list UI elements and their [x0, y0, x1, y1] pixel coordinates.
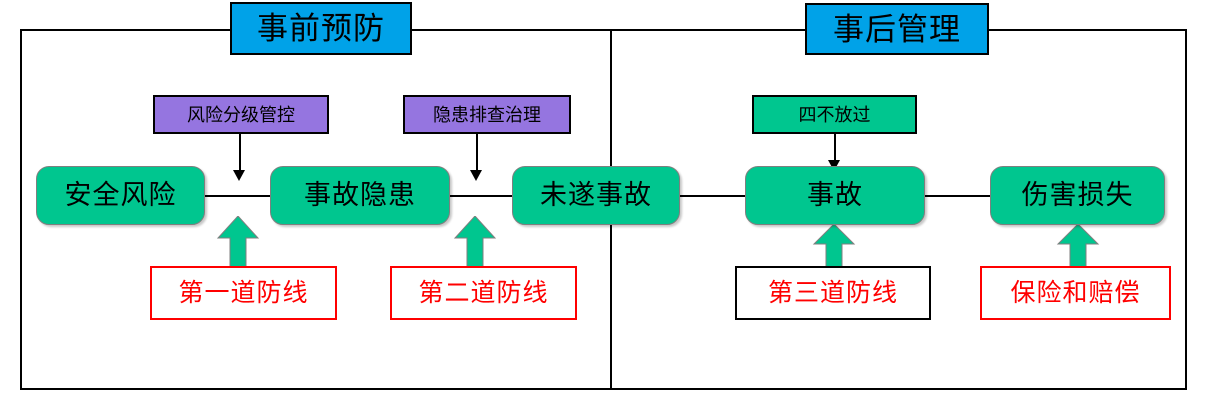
chain-node-accident-hazard: 事故隐患 [270, 166, 450, 225]
down-arrow-head-hazard-investigation [470, 170, 482, 181]
up-arrow-line-1 [216, 216, 260, 268]
chain-node-injury-loss-label: 伤害损失 [1021, 180, 1134, 210]
practice-box-risk-grading-label: 风险分级管控 [187, 104, 295, 125]
chain-node-accident-hazard-label: 事故隐患 [304, 180, 416, 210]
up-arrow-line-3 [812, 224, 856, 268]
chain-node-near-miss: 未遂事故 [512, 166, 680, 225]
defense-box-line-1-label: 第一道防线 [178, 278, 309, 307]
outer-frame [20, 29, 1187, 390]
defense-box-line-3: 第三道防线 [735, 266, 931, 320]
down-arrow-stem-risk-grading [239, 134, 241, 171]
chain-node-injury-loss: 伤害损失 [990, 166, 1165, 225]
defense-box-line-3-label: 第三道防线 [767, 278, 898, 307]
chain-node-near-miss-label: 未遂事故 [540, 180, 652, 210]
down-arrow-stem-four-not-pass [834, 134, 836, 161]
connector-nearmiss-accident [678, 195, 747, 197]
defense-box-line-1: 第一道防线 [150, 266, 337, 320]
down-arrow-stem-hazard-investigation [476, 134, 478, 171]
practice-box-four-not-pass: 四不放过 [752, 95, 917, 134]
chain-node-safety-risk-label: 安全风险 [64, 180, 177, 210]
connector-risk-hazard [203, 195, 273, 197]
practice-box-four-not-pass-label: 四不放过 [798, 104, 871, 125]
connector-hazard-nearmiss [448, 195, 514, 197]
defense-box-line-2: 第二道防线 [390, 266, 577, 320]
section-header-post-management-label: 事后管理 [833, 11, 961, 47]
section-header-post-management: 事后管理 [805, 3, 989, 55]
connector-accident-loss [923, 195, 992, 197]
section-header-pre-prevention: 事前预防 [230, 2, 412, 55]
down-arrow-head-four-not-pass [828, 160, 840, 171]
up-arrow-insurance [1056, 224, 1100, 268]
practice-box-hazard-investigation-label: 隐患排查治理 [433, 104, 541, 125]
defense-box-insurance-label: 保险和赔偿 [1010, 278, 1141, 307]
section-header-pre-prevention-label: 事前预防 [257, 11, 385, 46]
defense-box-insurance: 保险和赔偿 [980, 266, 1171, 320]
practice-box-hazard-investigation: 隐患排查治理 [403, 95, 571, 134]
up-arrow-line-2 [453, 216, 497, 268]
practice-box-risk-grading: 风险分级管控 [153, 95, 329, 134]
defense-box-line-2-label: 第二道防线 [418, 278, 549, 307]
chain-node-safety-risk: 安全风险 [36, 166, 205, 225]
chain-node-accident: 事故 [745, 166, 925, 225]
down-arrow-head-risk-grading [233, 170, 245, 181]
chain-node-accident-label: 事故 [807, 180, 863, 210]
